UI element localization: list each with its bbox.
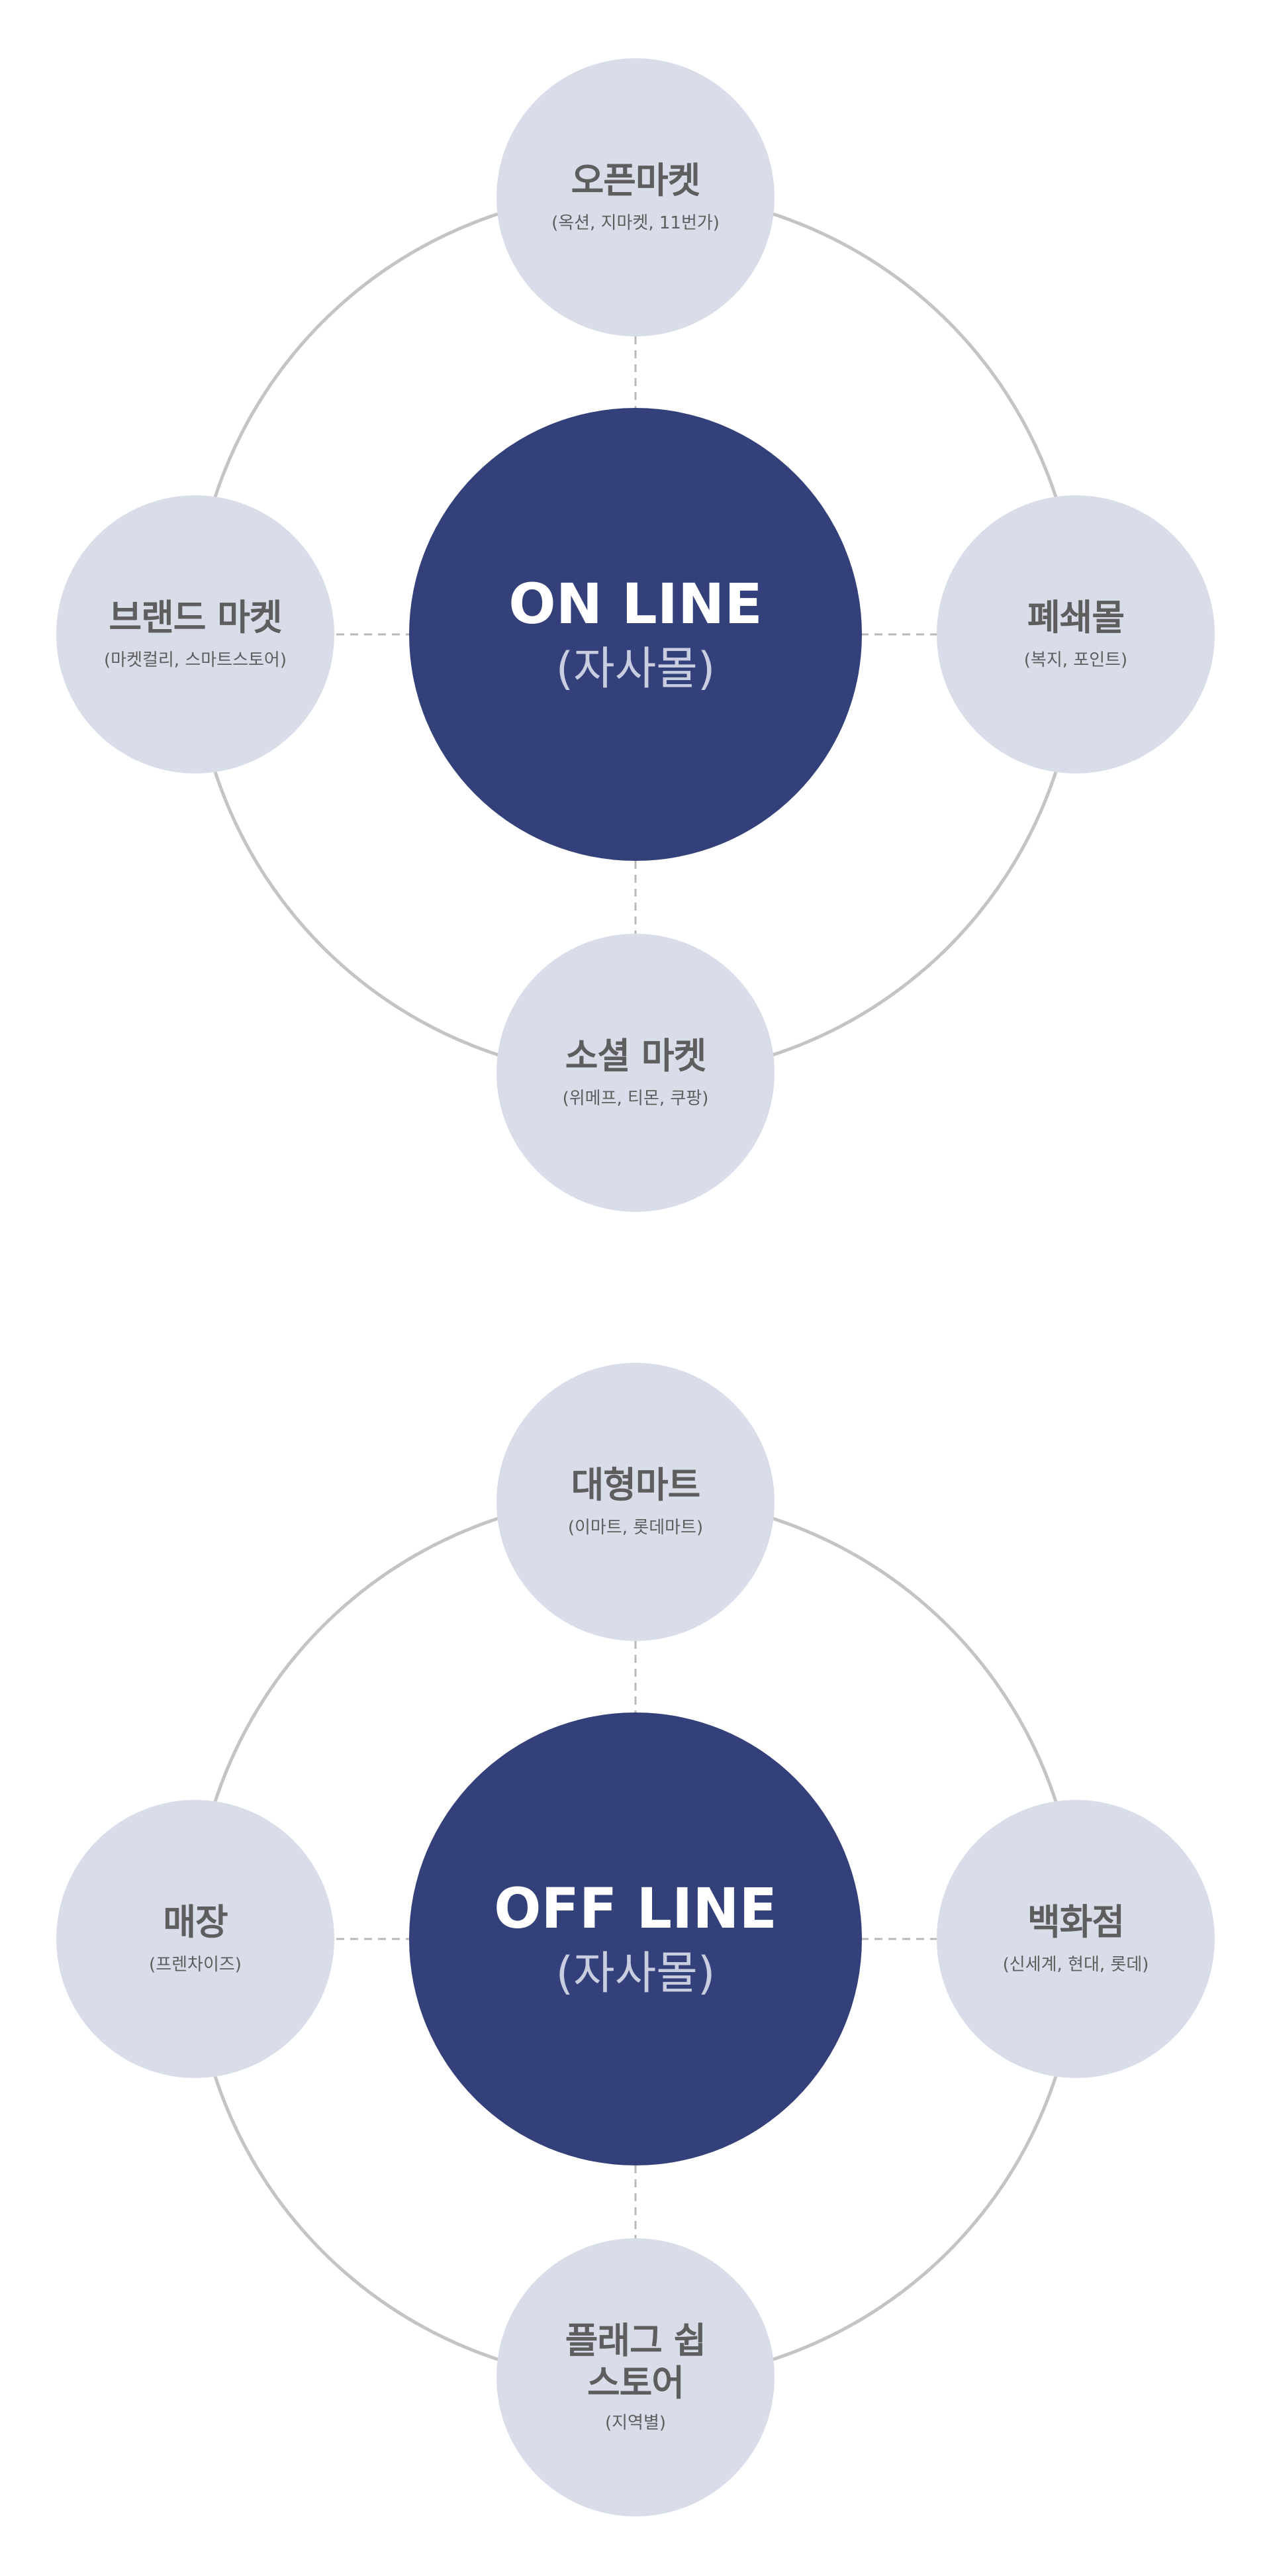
offline-diagram: 대형마트 (이마트, 롯데마트) 매장 (프렌차이즈) OFF LINE (자사…: [0, 1305, 1271, 2576]
online-center-node: ON LINE (자사몰): [409, 408, 862, 861]
online-center-title: ON LINE: [508, 571, 763, 636]
online-node-brand-market-sub: (마켓컬리, 스마트스토어): [103, 650, 287, 670]
offline-node-department-store: 백화점 (신세계, 현대, 롯데): [937, 1800, 1215, 2078]
offline-center-title: OFF LINE: [494, 1876, 777, 1941]
offline-node-hypermarket-title: 대형마트: [571, 1464, 701, 1506]
offline-node-hypermarket: 대형마트 (이마트, 롯데마트): [496, 1363, 775, 1641]
offline-center-node: OFF LINE (자사몰): [409, 1712, 862, 2165]
offline-node-store-title: 매장: [163, 1901, 228, 1943]
online-diagram: 오픈마켓 (옥션, 지마켓, 11번가) 브랜드 마켓 (마켓컬리, 스마트스토…: [0, 0, 1271, 1271]
offline-node-flagship-store-title-line2: 스토어: [587, 2362, 684, 2404]
online-center-sub: (자사몰): [555, 643, 716, 695]
online-node-social-market: 소셜 마켓 (위메프, 티몬, 쿠팡): [496, 934, 775, 1212]
online-node-open-market: 오픈마켓 (옥션, 지마켓, 11번가): [496, 58, 775, 336]
online-node-open-market-sub: (옥션, 지마켓, 11번가): [551, 213, 720, 233]
offline-node-flagship-store-sub: (지역별): [604, 2413, 667, 2433]
offline-center-sub: (자사몰): [555, 1948, 716, 2000]
online-node-open-market-title: 오픈마켓: [571, 160, 701, 201]
online-node-closed-mall-sub: (복지, 포인트): [1023, 650, 1128, 670]
online-node-social-market-title: 소셜 마켓: [565, 1035, 707, 1077]
offline-node-department-store-sub: (신세계, 현대, 롯데): [1002, 1955, 1149, 1975]
offline-node-hypermarket-sub: (이마트, 롯데마트): [567, 1518, 704, 1538]
online-node-closed-mall-title: 폐쇄몰: [1027, 597, 1125, 638]
online-node-brand-market: 브랜드 마켓 (마켓컬리, 스마트스토어): [56, 495, 334, 773]
online-node-brand-market-title: 브랜드 마켓: [109, 597, 282, 638]
offline-node-flagship-store-title-line1: 플래그 쉽: [565, 2320, 707, 2361]
offline-node-department-store-title: 백화점: [1027, 1901, 1125, 1943]
offline-node-flagship-store: 플래그 쉽 스토어 (지역별): [496, 2238, 775, 2516]
online-node-social-market-sub: (위메프, 티몬, 쿠팡): [562, 1089, 709, 1109]
offline-node-store-sub: (프렌차이즈): [149, 1955, 242, 1975]
offline-node-store: 매장 (프렌차이즈): [56, 1800, 334, 2078]
online-node-closed-mall: 폐쇄몰 (복지, 포인트): [937, 495, 1215, 773]
